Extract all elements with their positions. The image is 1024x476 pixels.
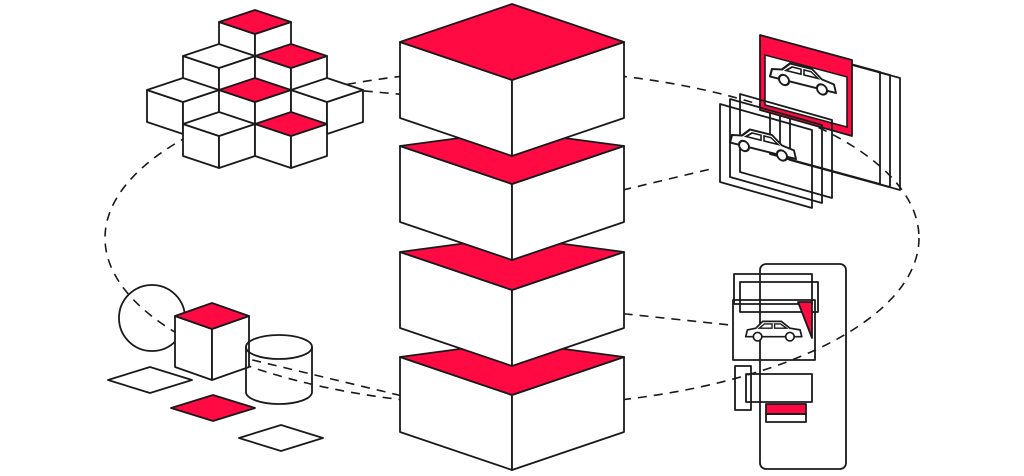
stack-layer-2 <box>399 130 625 261</box>
flat-tile-accent <box>170 394 256 422</box>
mobile-car-listing <box>732 263 847 470</box>
stack-layer-4-top <box>399 341 625 396</box>
car-image-cards <box>719 34 901 209</box>
car-icon <box>744 320 803 342</box>
stack-layer-1-top <box>399 3 625 81</box>
pyramid-cube <box>254 111 328 169</box>
stack-layer-3 <box>399 236 625 367</box>
central-stack <box>399 3 625 471</box>
listing-row <box>765 413 807 423</box>
flat-tile <box>107 366 193 394</box>
stack-layer-2-top <box>399 130 625 185</box>
listing-row <box>734 365 752 411</box>
small-cube <box>174 302 250 381</box>
listing-cta-button <box>765 403 807 415</box>
stack-layer-3-top <box>399 236 625 291</box>
pyramid-cube <box>182 111 256 169</box>
listing-image-corner <box>797 301 813 339</box>
geometric-shapes <box>107 284 324 452</box>
car-icon <box>729 128 797 162</box>
flat-tile <box>238 424 324 452</box>
phone-frame <box>759 263 847 470</box>
stack-layer-4 <box>399 341 625 471</box>
cylinder-shape <box>245 334 313 405</box>
car-icon <box>769 62 837 96</box>
listing-image-card <box>732 299 816 361</box>
listing-row <box>745 373 813 403</box>
cube-pyramid <box>146 9 364 169</box>
stack-layer-1 <box>399 3 625 157</box>
